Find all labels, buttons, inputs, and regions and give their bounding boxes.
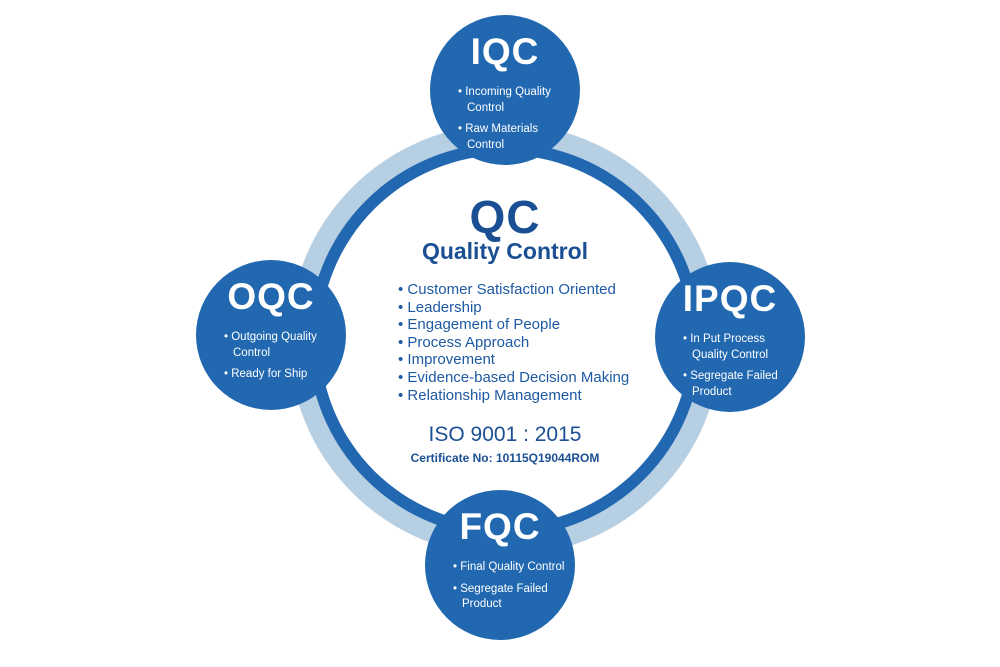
- node-ipqc: IPQC In Put Process Quality Control Segr…: [655, 262, 805, 412]
- node-item: Outgoing Quality Control: [224, 330, 342, 361]
- node-item: Segregate Failed Product: [683, 369, 801, 400]
- principle-item: Process Approach: [398, 334, 629, 352]
- node-oqc: OQC Outgoing Quality Control Ready for S…: [196, 260, 346, 410]
- node-item: Final Quality Control: [453, 560, 571, 576]
- node-oqc-items: Outgoing Quality Control Ready for Ship: [224, 330, 342, 389]
- node-oqc-title: OQC: [227, 276, 315, 317]
- node-ipqc-title: IPQC: [682, 278, 778, 319]
- node-item: Raw Materials Control: [458, 122, 576, 153]
- node-fqc: FQC Final Quality Control Segregate Fail…: [425, 490, 575, 640]
- certificate-number: Certificate No: 10115Q19044ROM: [410, 451, 600, 465]
- principle-item: Relationship Management: [398, 387, 629, 405]
- node-iqc-items: Incoming Quality Control Raw Materials C…: [458, 85, 576, 159]
- node-ipqc-items: In Put Process Quality Control Segregate…: [683, 332, 801, 406]
- node-item: Segregate Failed Product: [453, 582, 571, 613]
- node-iqc-title: IQC: [470, 31, 540, 72]
- principle-item: Leadership: [398, 299, 629, 317]
- node-item: Incoming Quality Control: [458, 85, 576, 116]
- qc-full-name: Quality Control: [421, 238, 589, 264]
- principle-item: Evidence-based Decision Making: [398, 369, 629, 387]
- principle-item: Improvement: [398, 351, 629, 369]
- node-iqc: IQC Incoming Quality Control Raw Materia…: [430, 15, 580, 165]
- qc-abbreviation: QC: [469, 191, 541, 243]
- principle-item: Engagement of People: [398, 316, 629, 334]
- node-fqc-items: Final Quality Control Segregate Failed P…: [453, 560, 571, 619]
- center-content: QC Quality Control Customer Satisfaction…: [320, 155, 690, 525]
- node-item: Ready for Ship: [224, 367, 342, 383]
- quality-principles-list: Customer Satisfaction Oriented Leadershi…: [398, 281, 629, 404]
- principle-item: Customer Satisfaction Oriented: [398, 281, 629, 299]
- iso-standard: ISO 9001 : 2015: [428, 423, 582, 446]
- node-fqc-title: FQC: [459, 506, 541, 547]
- node-item: In Put Process Quality Control: [683, 332, 801, 363]
